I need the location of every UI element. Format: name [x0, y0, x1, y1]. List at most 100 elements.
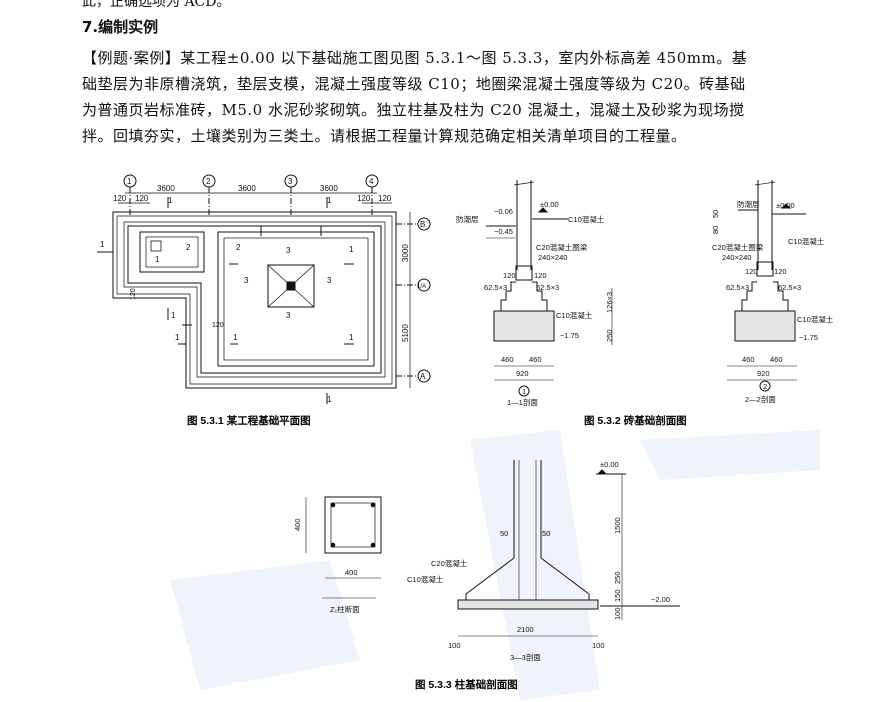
section-mark: 1 — [349, 333, 354, 342]
dimension: 400 — [345, 568, 358, 577]
section-mark: 1 — [175, 333, 180, 342]
section-mark: 1 — [171, 311, 176, 320]
axis-letter: B — [420, 220, 425, 229]
beam-size: 240×240 — [722, 253, 751, 262]
material-label: C10混凝土 — [407, 574, 444, 584]
paragraph-line: 拌。回填夯实，土壤类别为三类土。请根据工程量计算规范确定相关清单项目的工程量。 — [82, 127, 687, 145]
axis-number: 2 — [206, 177, 211, 186]
section-mark: 1 — [349, 245, 354, 254]
dim-120: 120 — [113, 194, 127, 203]
axis-number: 4 — [369, 177, 374, 186]
dimension: 120 — [774, 267, 787, 276]
level: −1.75 — [560, 331, 579, 340]
dimension: 120 — [503, 271, 516, 280]
level: ±0.00 — [776, 201, 795, 210]
section-mark: 1 — [100, 240, 105, 249]
dimension: 120 — [534, 271, 547, 280]
figure-caption: 图 5.3.3 柱基础剖面图 — [415, 678, 518, 691]
dim-120: 120 — [378, 194, 392, 203]
section-mark: 3 — [286, 311, 291, 320]
foundation-plan — [97, 174, 431, 404]
section-mark: 3 — [327, 276, 332, 285]
dim-120: 120 — [130, 288, 137, 300]
section-mark: 3 — [286, 246, 291, 255]
dimension: 460 — [501, 355, 514, 364]
brick-section-2 — [727, 180, 806, 392]
dimension-right: 3000 — [401, 244, 410, 262]
span-dimension: 3600 — [238, 184, 256, 193]
dimension: 62.5×3 — [536, 283, 559, 292]
section-mark: 1 — [327, 395, 332, 404]
brick-section-1-labels: ±0.00 −0.06 −0.45 防潮层 C10混凝土 C20混凝土圈梁 24… — [456, 200, 614, 407]
dimension: 1500 — [613, 517, 622, 534]
column-section-label: Z₁柱断面 — [330, 604, 360, 614]
dim-120: 120 — [357, 194, 371, 203]
beam-label: C20混凝土圈梁 — [536, 242, 588, 252]
damp-proof-label: 防潮层 — [456, 214, 479, 224]
level: −0.06 — [494, 207, 513, 216]
dimension: 920 — [516, 369, 529, 378]
dimension: 250 — [605, 329, 614, 342]
dimension: 50 — [542, 529, 550, 538]
axis-bubble — [417, 278, 431, 292]
level: −0.45 — [494, 227, 513, 236]
brick-section-2-labels: ±0.00 防潮层 C10混凝土 C20混凝土圈梁 240×240 120 12… — [711, 199, 834, 404]
section-mark: 2 — [186, 243, 191, 252]
section-number: 2 — [763, 382, 767, 391]
dimension: 120 — [745, 267, 758, 276]
brick-section-1 — [486, 180, 613, 397]
section-mark: 1 — [155, 255, 160, 264]
level: −2.00 — [651, 595, 670, 604]
section-mark: 1 — [233, 333, 238, 342]
column-cross-section — [305, 496, 382, 599]
dimension: 100 — [613, 607, 622, 620]
section-label: 2—2剖面 — [745, 394, 776, 404]
axis-bubble — [417, 217, 431, 231]
axis-letter: A — [420, 372, 426, 381]
dimension: 80 — [711, 226, 720, 234]
section-label: 3—3剖面 — [510, 652, 541, 662]
figure-caption: 图 5.3.1 某工程基础平面图 — [187, 414, 311, 427]
dimension: 250 — [613, 571, 622, 584]
dimension: 62.5×3 — [778, 283, 801, 292]
dimension: 126×3 — [605, 292, 614, 313]
dimension: 460 — [742, 355, 755, 364]
axis-letter: 1/A — [417, 284, 426, 290]
paragraph-line: 【例题·案例】某工程±0.00 以下基础施工图见图 5.3.1～图 5.3.3，… — [82, 49, 748, 67]
dimension: 62.5×3 — [484, 283, 507, 292]
column-foundation-section — [457, 460, 680, 637]
section-mark: 2 — [236, 243, 241, 252]
damp-proof-label: 防潮层 — [737, 199, 760, 209]
dim-120: 120 — [212, 322, 224, 329]
material-label: C20混凝土 — [431, 558, 468, 568]
figure-caption: 图 5.3.2 砖基础剖面图 — [584, 414, 687, 427]
dim-120: 120 — [135, 194, 149, 203]
paragraph-line: 础垫层为非原槽浇筑，垫层支模，混凝土强度等级 C10；地圈梁混凝土强度等级为 C… — [82, 75, 746, 93]
paragraph-line: 为普通页岩标准砖，M5.0 水泥砂浆砌筑。独立柱基及柱为 C20 混凝土，混凝土… — [82, 101, 745, 119]
section-number: 1 — [522, 387, 526, 396]
plan-labels: 1 2 3 4 3600 3600 3600 120 120 120 120 B… — [100, 177, 426, 404]
beam-label: C20混凝土圈梁 — [712, 242, 764, 252]
dimension: 920 — [757, 369, 770, 378]
dimension: 62.5×3 — [726, 283, 749, 292]
column-foundation-labels: ±0.00 −2.00 C20混凝土 C10混凝土 50 50 1500 250… — [407, 460, 670, 662]
level: ±0.00 — [600, 460, 619, 469]
column-cross-section-labels: 400 400 Z₁柱断面 — [293, 518, 360, 614]
level: ±0.00 — [540, 200, 559, 209]
dimension: 460 — [770, 355, 783, 364]
section-mark: 3 — [244, 276, 249, 285]
axis-bubble — [417, 369, 431, 383]
section-heading: 7.编制实例 — [82, 18, 159, 36]
material-label: C10混凝土 — [788, 236, 825, 246]
beam-size: 240×240 — [538, 253, 567, 262]
dimension: 100 — [448, 641, 461, 650]
dimension: 50 — [500, 529, 508, 538]
span-dimension: 3600 — [320, 184, 338, 193]
section-mark: 1 — [327, 196, 332, 205]
dimension: 100 — [592, 641, 605, 650]
span-dimension: 3600 — [157, 184, 175, 193]
axis-number: 3 — [288, 177, 293, 186]
dimension-right: 5100 — [401, 324, 410, 342]
